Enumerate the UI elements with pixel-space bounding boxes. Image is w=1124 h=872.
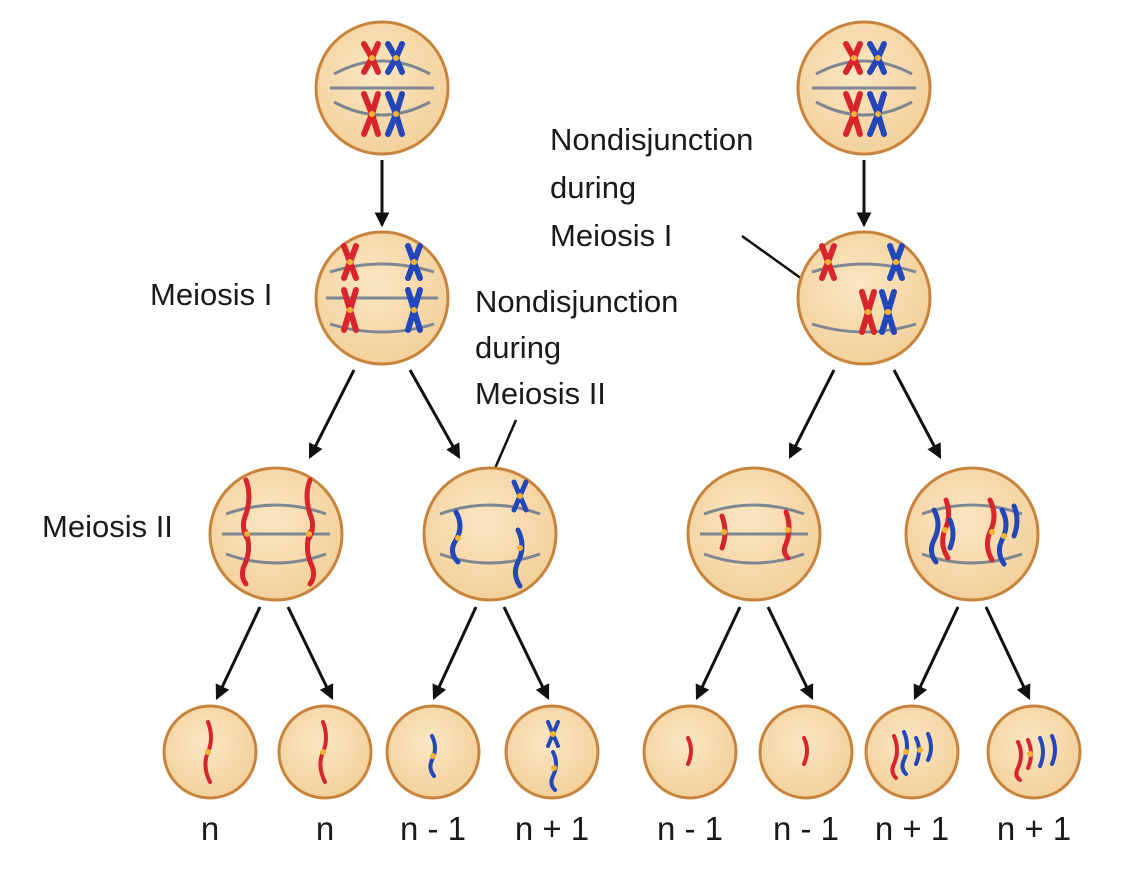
gamete-8: [986, 704, 1082, 800]
arrow-m2b-to-gamete4: [502, 606, 550, 701]
left-meiosis1-cell: [314, 230, 450, 366]
annotation-meiosis1-nondisjunction: Nondisjunction during Meiosis I: [550, 122, 753, 253]
arrow-left-m1-to-m2a: [308, 369, 356, 460]
arrow-m2d-to-gamete7: [913, 606, 960, 701]
gamete-2: [277, 704, 373, 800]
cells: [162, 20, 1082, 800]
gamete-label-5: n - 1: [657, 810, 723, 847]
annotation-m2-line-1: Nondisjunction: [475, 284, 678, 319]
gamete-label-7: n + 1: [875, 810, 949, 847]
meiosis2-cell-a: [208, 466, 344, 602]
label-meiosis-1: Meiosis I: [150, 277, 272, 312]
gamete-label-3: n - 1: [400, 810, 466, 847]
gamete-6: [758, 704, 854, 800]
gamete-4: [504, 704, 600, 800]
meiosis2-cell-d: [904, 466, 1040, 602]
gamete-label-1: n: [201, 810, 219, 847]
right-meiosis1-cell: [796, 230, 932, 366]
label-meiosis-2: Meiosis II: [42, 509, 173, 544]
meiosis2-cell-b: [422, 466, 558, 602]
arrows: [215, 160, 1031, 701]
arrow-m2a-to-gamete2: [286, 606, 334, 701]
arrow-left-m1-to-m2b: [408, 369, 461, 459]
meiosis2-cell-c: [686, 466, 822, 602]
arrow-m2a-to-gamete1: [215, 606, 262, 701]
right-parent-cell: [796, 20, 932, 156]
arrow-right-m1-to-m2b: [892, 369, 942, 459]
gamete-label-2: n: [316, 810, 334, 847]
annotation-meiosis2-nondisjunction: Nondisjunction during Meiosis II: [475, 284, 678, 411]
gamete-label-6: n - 1: [773, 810, 839, 847]
gamete-label-8: n + 1: [997, 810, 1071, 847]
gamete-7: [864, 704, 960, 800]
arrow-m2c-to-gamete6: [766, 606, 814, 701]
arrow-m2c-to-gamete5: [695, 606, 742, 701]
gamete-3: [385, 704, 481, 800]
arrow-m2b-to-gamete3: [432, 606, 478, 701]
left-parent-cell: [314, 20, 450, 156]
annotation-m2-line-3: Meiosis II: [475, 376, 606, 411]
annotation-m1-line-1: Nondisjunction: [550, 122, 753, 157]
annotation-m2-line-2: during: [475, 330, 561, 365]
stage-labels: Meiosis I Meiosis II: [42, 277, 272, 544]
annotation-m1-line-2: during: [550, 170, 636, 205]
arrow-m2d-to-gamete8: [984, 606, 1031, 701]
gamete-labels: n n n - 1 n + 1 n - 1 n - 1 n + 1 n + 1: [201, 810, 1071, 847]
gamete-5: [642, 704, 738, 800]
gamete-1: [162, 704, 258, 800]
annotation-m1-line-3: Meiosis I: [550, 218, 672, 253]
gamete-label-4: n + 1: [515, 810, 589, 847]
arrow-right-m1-to-m2a: [788, 369, 836, 460]
